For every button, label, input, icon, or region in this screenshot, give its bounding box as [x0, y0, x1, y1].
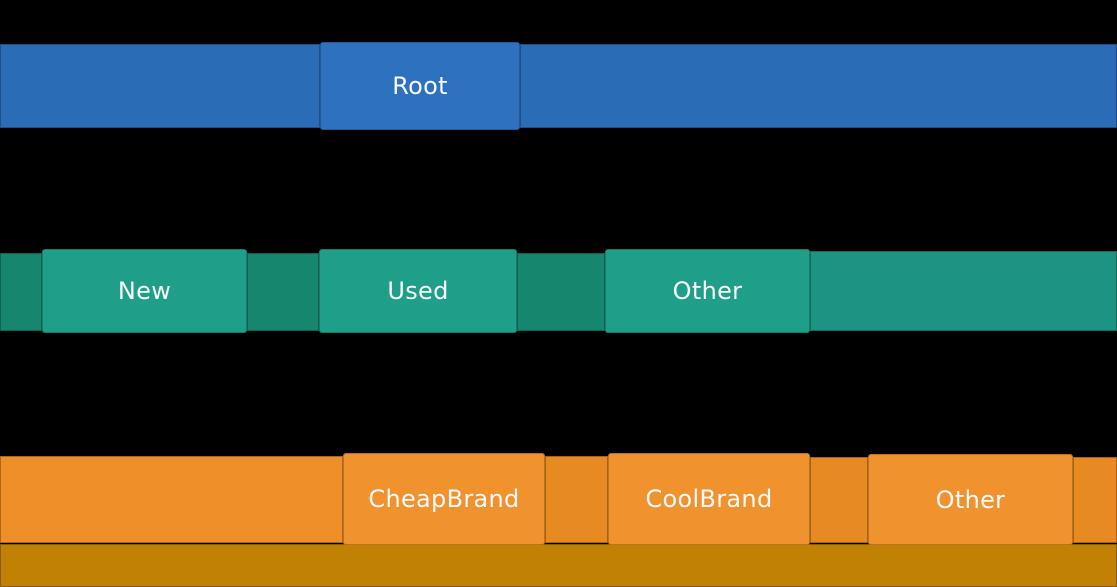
- icicle-node-label-other: Other: [935, 485, 1006, 514]
- icicle-node-l1-seg4[interactable]: [517, 253, 605, 331]
- icicle-node-label-other: Other: [672, 277, 743, 305]
- icicle-node-l1-seg6[interactable]: [810, 251, 1117, 331]
- icicle-node-l1-new[interactable]: New: [42, 249, 247, 333]
- icicle-node-l0-seg0[interactable]: [0, 44, 320, 128]
- icicle-node-l2-cheapbrand[interactable]: CheapBrand: [343, 453, 545, 545]
- icicle-node-label-used: Used: [387, 277, 449, 305]
- icicle-node-l2-other[interactable]: Other: [868, 454, 1073, 545]
- icicle-node-l3-seg0[interactable]: [0, 544, 1117, 587]
- icicle-node-l2-seg6[interactable]: [1073, 457, 1117, 543]
- icicle-node-l2-seg2[interactable]: [545, 456, 608, 543]
- icicle-node-l1-used[interactable]: Used: [319, 249, 517, 333]
- icicle-node-l2-seg0[interactable]: [0, 456, 343, 543]
- icicle-node-l1-seg2[interactable]: [247, 253, 319, 331]
- icicle-node-l2-seg4[interactable]: [810, 457, 868, 543]
- icicle-node-label-cheapbrand: CheapBrand: [368, 485, 520, 513]
- icicle-node-label-coolbrand: CoolBrand: [645, 485, 773, 513]
- icicle-node-l0-root[interactable]: Root: [320, 42, 520, 130]
- icicle-node-l2-coolbrand[interactable]: CoolBrand: [608, 453, 810, 545]
- icicle-node-l1-other[interactable]: Other: [605, 249, 810, 333]
- icicle-node-l1-seg0[interactable]: [0, 253, 42, 331]
- icicle-node-l0-seg2[interactable]: [520, 44, 1117, 128]
- icicle-node-label-new: New: [117, 277, 172, 305]
- icicle-node-label-root: Root: [392, 72, 448, 100]
